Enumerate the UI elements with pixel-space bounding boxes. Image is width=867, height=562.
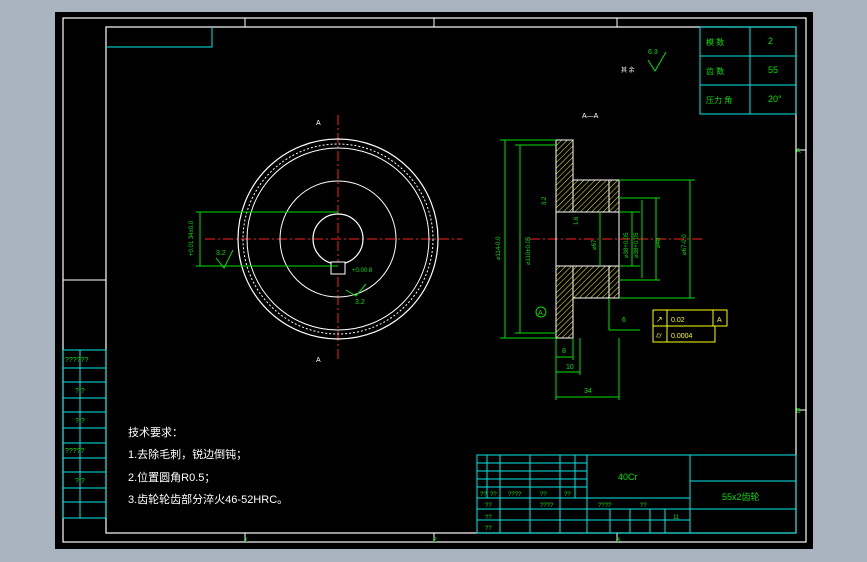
corner-block (106, 27, 213, 48)
param-label-teeth: 齿 数 (706, 66, 724, 76)
front-roughness-left: 3.2 (216, 250, 226, 257)
tol-datum: A (717, 317, 722, 324)
part-name: 55x2齿轮 (722, 491, 760, 502)
section-view: A—A (496, 113, 705, 400)
left-strip: ?????? ? ? ? ? ????? ? ? (62, 349, 107, 519)
parameter-table: 模 数 2 齿 数 55 压力 角 20° (699, 26, 797, 115)
param-value-teeth: 55 (768, 65, 778, 75)
dim-bore-b: ⌀38+0.05 (634, 232, 640, 258)
remainder-label: 其 余 (621, 66, 635, 74)
tb-small-9: ?? (640, 503, 647, 509)
section-roughness-top: 3.2 (542, 196, 548, 205)
zone-number-2: 2 (433, 537, 437, 544)
tech-item-3: 3.齿轮轮齿部分淬火46-52HRC。 (128, 492, 288, 506)
front-view: +0.01 34±0.0 3.2 +0.00 8 3.2 A A (189, 115, 462, 364)
strip-label-2: ? ? (75, 388, 85, 395)
tb-small-4: ?? (540, 492, 547, 498)
drawing-sheet (55, 12, 813, 549)
outer-border (62, 17, 807, 543)
zone-number-3: 3 (616, 537, 620, 544)
dim-pitch-dia: ⌀110±0.05 (526, 236, 532, 265)
section-roughness-inner: 1.6 (574, 216, 580, 225)
dim-hub-dia: ⌀67 (592, 239, 598, 250)
strip-label-3: ? ? (75, 418, 85, 425)
tb-small-8: ???? (598, 503, 612, 509)
front-roughness-bottom: 3.2 (355, 299, 365, 306)
tol-symbol-cyl: ⌭ (656, 331, 662, 340)
param-label-angle: 压力 角 (706, 95, 732, 105)
tol-symbol-runout: ↗ (656, 315, 663, 324)
section-title: A—A (582, 113, 599, 120)
front-keyway-width: +0.00 8 (352, 268, 373, 274)
strip-label-5: ? ? (75, 478, 85, 485)
tb-small-5: ?? (564, 492, 571, 498)
zone-letter-b: B (796, 408, 801, 415)
zone-letter-a: A (796, 148, 801, 155)
tolerance-frame: ↗ 0.02 A ⌭ 0.0004 (652, 309, 728, 343)
tb-small-12: ?? (485, 526, 492, 532)
strip-label-4: ????? (65, 448, 85, 455)
tol-value-runout: 0.02 (671, 317, 685, 324)
tb-small-11: ?? (485, 515, 492, 521)
dim-8: 8 (562, 348, 566, 355)
material-label: 40Cr (618, 472, 638, 482)
param-value-module: 2 (768, 36, 773, 46)
zone-number-1: 1 (244, 537, 248, 544)
dim-10: 10 (566, 364, 574, 371)
title-block: 40Cr 55x2齿轮 ?? ?? ???? ?? ?? ?? ???? ???… (476, 454, 797, 534)
tol-value-cyl: 0.0004 (671, 333, 693, 340)
zone-ticks (63, 18, 806, 542)
tb-small-1: ?? (480, 492, 487, 498)
datum-marker: A (538, 310, 543, 317)
strip-label-1: ?????? (65, 357, 88, 364)
tech-title: 技术要求： (128, 426, 183, 439)
dim-34: 34 (584, 388, 592, 395)
dim-outer-dia: ⌀114-0.0 (496, 236, 502, 260)
param-value-angle: 20° (768, 94, 782, 104)
tb-small-10: 11 (673, 515, 680, 521)
tech-requirements: 技术要求： 1.去除毛刺，锐边倒钝； 2.位置圆角R0.5； 3.齿轮轮齿部分淬… (128, 426, 288, 506)
tb-small-2: ?? (490, 492, 497, 498)
roughness-top-value: 6.3 (648, 49, 658, 56)
tb-small-3: ???? (508, 492, 522, 498)
dim-67b: ⌀67-0.0 (682, 234, 688, 255)
dim-bore-a: ⌀38+0.05 (624, 232, 630, 258)
param-label-module: 模 数 (706, 37, 724, 47)
tech-item-2: 2.位置圆角R0.5； (128, 470, 215, 484)
cut-marker-bottom: A (316, 357, 321, 364)
front-keyway-dim: +0.01 34±0.0 (189, 220, 195, 256)
tb-small-7: ???? (540, 503, 554, 509)
tb-small-6: ?? (485, 503, 492, 509)
dim-48: ⌀48 (656, 237, 662, 248)
roughness-top-symbol (647, 51, 667, 72)
cut-marker-top: A (316, 120, 321, 127)
tech-item-1: 1.去除毛刺，锐边倒钝； (128, 447, 247, 461)
dim-6: 6 (622, 317, 626, 324)
